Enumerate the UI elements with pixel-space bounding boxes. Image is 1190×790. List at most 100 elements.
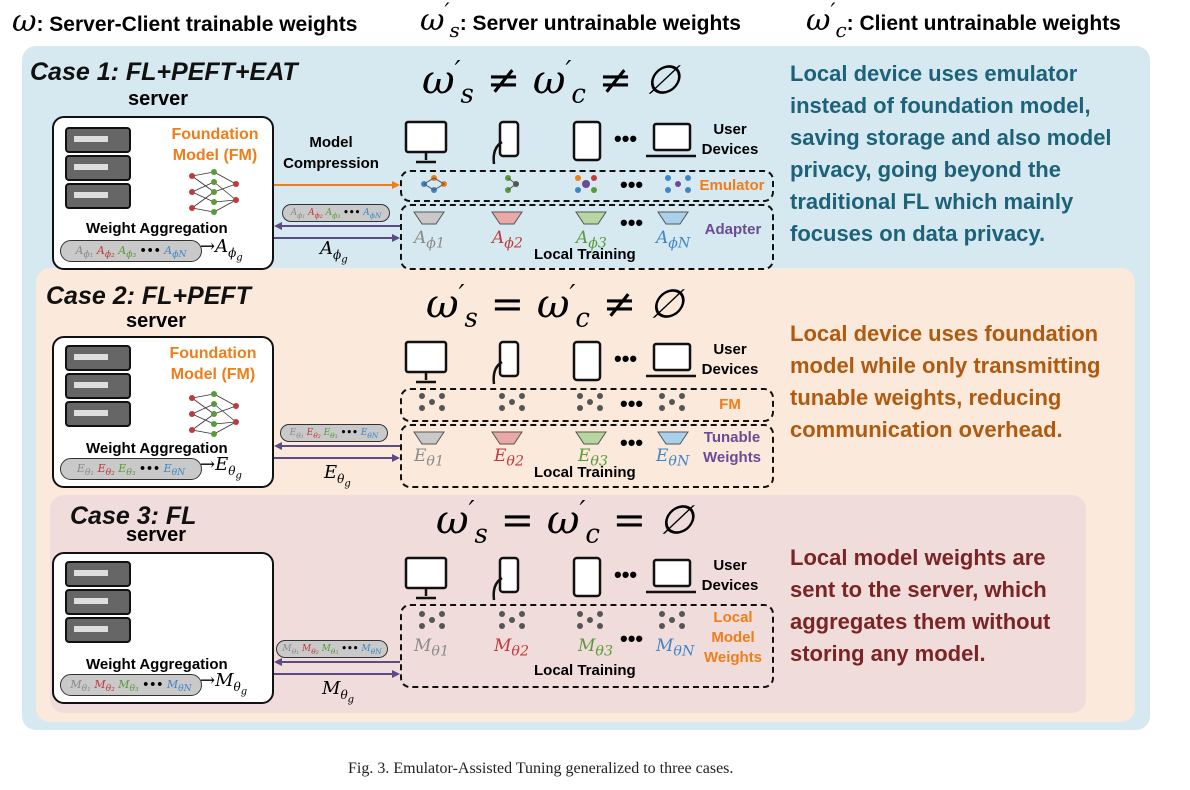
emulator-icon-3: [575, 175, 597, 193]
hand-phone-icon: [492, 556, 520, 601]
case1-emulator-label: Emulator: [699, 177, 765, 194]
case1-user-devices: User Devices: [701, 121, 759, 158]
case1-emulator-dots: •••: [620, 172, 644, 197]
legend-client-untrainable-label: : Client untrainable weights: [846, 12, 1121, 35]
case2-param-3: Eθ3: [578, 446, 608, 470]
case3-broadcast-symbol: Mθg: [322, 678, 355, 705]
case1-param-2: Aϕ2: [492, 228, 523, 252]
hand-phone-icon: [492, 120, 520, 165]
case3-param-1: Mθ1: [414, 636, 449, 660]
omega-c-symbol: ω′c: [806, 0, 847, 42]
case1-param-n: AϕN: [656, 228, 691, 252]
upload-download-arrows: [274, 658, 400, 678]
case2-agg-output: →Eθg: [200, 454, 242, 481]
case1-devices: [404, 120, 696, 165]
case3-upload-pill: Mθ₁ Mθ₂ Mθ₃ ••• MθN: [276, 640, 388, 658]
emulator-icon-1: [421, 175, 447, 193]
case2-local-training: Local Training: [534, 464, 636, 481]
case1-upload-pill: Aϕ₁ Aϕ₂ Aϕ₃ ••• AϕN: [282, 204, 390, 222]
case1-emulator-row: [400, 170, 774, 202]
case2-user-devices: User Devices: [701, 341, 759, 378]
case1-equation: ω′s ≠ ω′c ≠ ∅: [422, 56, 680, 110]
upload-download-arrows: [274, 222, 400, 242]
monitor-icon: [404, 556, 448, 600]
hand-phone-icon: [492, 340, 520, 385]
tablet-icon: [572, 340, 602, 382]
case1-fm-label: Foundation Model (FM): [171, 126, 259, 164]
case1-agg-output: →Aϕg: [200, 236, 243, 263]
case1-model-compression: Model Compression: [283, 134, 379, 172]
case1-adapter-dots: •••: [620, 210, 644, 235]
case3-description: Local model weights are sent to the serv…: [790, 545, 1051, 666]
case2-tunable-icons: [413, 431, 689, 445]
case2-fm-dots: •••: [620, 391, 644, 416]
server-rack-icon: [65, 127, 131, 209]
case2-param-1: Eθ1: [414, 446, 444, 470]
case2-tunable-dots: •••: [620, 430, 644, 455]
omega-s-symbol: ω′s: [420, 0, 460, 42]
legend-server-untrainable-label: : Server untrainable weights: [459, 12, 741, 35]
legend-client-untrainable: ω′c: Client untrainable weights: [806, 0, 1121, 42]
case3-title: Case 3: FL: [70, 502, 197, 530]
case1-param-1: Aϕ1: [414, 228, 445, 252]
laptop-icon: [646, 558, 696, 594]
case3-user-devices: User Devices: [701, 557, 759, 594]
case1-agg-pill: Aϕ₁ Aϕ₂ Aϕ₃ ••• AϕN: [60, 240, 202, 262]
case2-weight-aggregation: Weight Aggregation: [86, 440, 228, 457]
monitor-icon: [404, 340, 448, 384]
case3-weight-aggregation: Weight Aggregation: [86, 656, 228, 673]
case1-weight-aggregation: Weight Aggregation: [86, 220, 228, 237]
case2-description: Local device uses foundation model while…: [790, 321, 1101, 442]
case1-description: Local device uses emulator instead of fo…: [790, 61, 1112, 246]
case2-fm-label: Foundation Model (FM): [169, 345, 257, 383]
emulator-icon-2: [505, 175, 519, 193]
tablet-icon: [572, 120, 602, 162]
case2-fm-row-label: FM: [719, 396, 741, 413]
case2-tunable-row: [400, 424, 774, 488]
case3-device-dots: •••: [614, 562, 638, 587]
tablet-icon: [572, 556, 602, 598]
case3-local-training: Local Training: [534, 662, 636, 679]
case3-agg-output: →Mθg: [200, 670, 248, 697]
case3-agg-pill: Mθ₁ Mθ₂ Mθ₃ ••• MθN: [60, 674, 202, 696]
case2-devices: [404, 340, 696, 385]
case2-fm-row: [400, 388, 774, 422]
case3-param-3: Mθ3: [578, 636, 613, 660]
case1-adapter-label: Adapter: [704, 221, 762, 238]
case1-broadcast-symbol: Aϕg: [320, 238, 348, 265]
case1-adapter-row: [400, 204, 774, 270]
case2-upload-pill: Eθ₁ Eθ₂ Eθ₃ ••• EθN: [280, 424, 388, 442]
case1-param-3: Aϕ3: [576, 228, 607, 252]
omega-symbol: ω: [12, 4, 37, 39]
case3-param-n: MθN: [656, 636, 695, 660]
case1-local-training: Local Training: [534, 246, 636, 263]
case2-equation: ω′s = ω′c ≠ ∅: [426, 280, 684, 334]
case2-title: Case 2: FL+PEFT: [46, 282, 251, 310]
emulator-icon-4: [665, 175, 691, 193]
laptop-icon: [646, 342, 696, 378]
case2-param-2: Eθ2: [494, 446, 524, 470]
case3-server-label: server: [126, 524, 187, 546]
case1-device-dots: •••: [614, 126, 638, 151]
compression-arrow: [274, 181, 400, 189]
server-rack-icon: [65, 345, 131, 427]
case3-devices: [404, 556, 696, 601]
neural-network-icon: [189, 391, 239, 437]
case2-tunable-label: Tunable Weights: [702, 429, 762, 466]
legend: ω: Server-Client trainable weights: [12, 4, 357, 39]
server-rack-icon: [65, 561, 131, 643]
case3-local-model-label: Local Model Weights: [703, 609, 763, 666]
upload-download-arrows: [274, 442, 400, 462]
monitor-icon: [404, 120, 448, 164]
legend-trainable: : Server-Client trainable weights: [36, 13, 358, 36]
case3-model-dots: •••: [620, 626, 644, 651]
case3-model-icons: [419, 611, 685, 629]
case1-adapter-icons: [413, 211, 689, 225]
case2-broadcast-symbol: Eθg: [324, 462, 351, 489]
case3-local-model-row: [400, 604, 774, 688]
legend-server-untrainable: ω′s: Server untrainable weights: [420, 0, 741, 42]
case2-agg-pill: Eθ₁ Eθ₂ Eθ₃ ••• EθN: [60, 458, 202, 480]
case1-title: Case 1: FL+PEFT+EAT: [30, 58, 298, 86]
case2-fm-icons: [419, 393, 685, 411]
case1-emulator-icons: [421, 175, 691, 193]
